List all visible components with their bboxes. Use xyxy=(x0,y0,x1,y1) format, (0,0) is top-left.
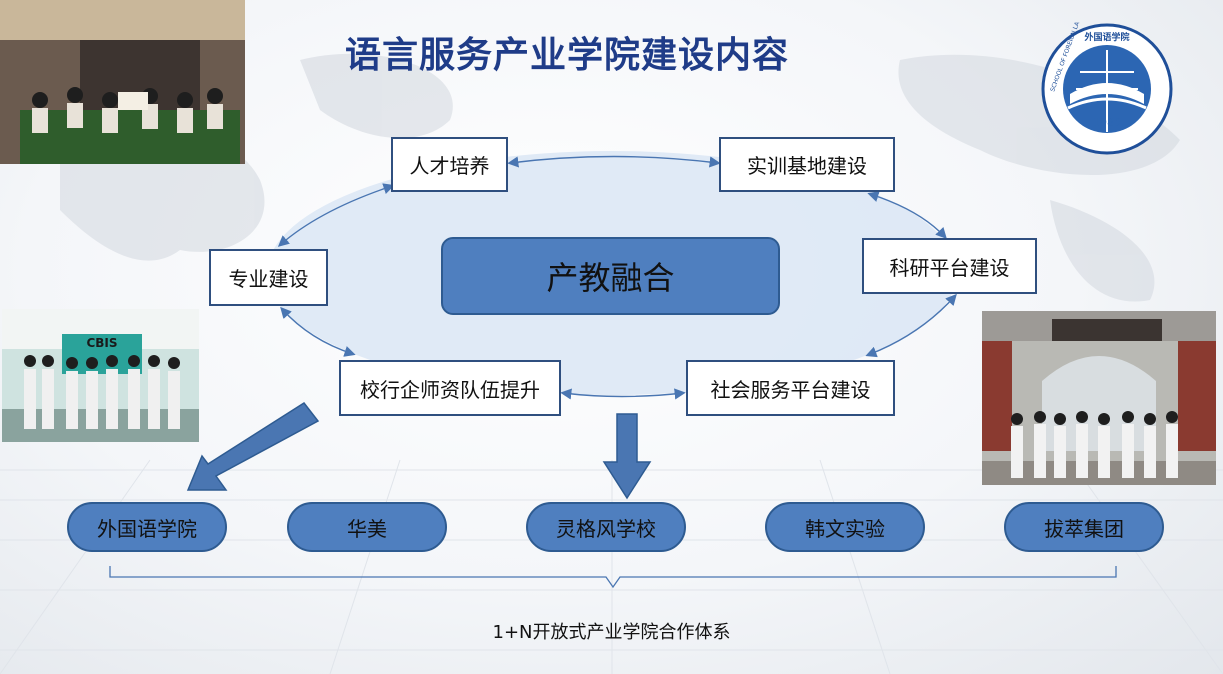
cycle-arrows xyxy=(277,155,957,400)
arrow-talent-training xyxy=(507,155,721,168)
arrow-down-center xyxy=(602,413,652,500)
partner-1: 华美 xyxy=(287,502,447,552)
photo-cbis-visit: CBIS xyxy=(2,309,199,442)
photo-school-gate xyxy=(982,311,1216,485)
node-major: 专业建设 xyxy=(209,249,328,306)
photo-signing-ceremony xyxy=(0,0,245,164)
partner-bracket xyxy=(109,566,1117,589)
partner-4: 拔萃集团 xyxy=(1004,502,1164,552)
arrow-down-left xyxy=(186,402,320,491)
partner-2: 灵格风学校 xyxy=(526,502,686,552)
arrow-social-faculty xyxy=(560,388,686,400)
big-arrows xyxy=(186,402,652,500)
logo-top-text: 外国语学院 xyxy=(1083,31,1129,43)
arrow-major-faculty xyxy=(280,306,356,357)
node-social-service: 社会服务平台建设 xyxy=(686,360,895,416)
partner-3: 韩文实验 xyxy=(765,502,925,552)
school-logo: 1986 外国语学院 SCHOOL OF FOREIGN LANGUAGES xyxy=(1041,22,1173,155)
page-title: 语言服务产业学院建设内容 xyxy=(345,35,790,76)
node-talent: 人才培养 xyxy=(391,137,508,192)
node-training-base: 实训基地建设 xyxy=(719,137,895,192)
node-research: 科研平台建设 xyxy=(862,238,1037,294)
logo-year: 1986 xyxy=(1093,116,1121,129)
arrow-talent-major xyxy=(277,183,395,247)
cbis-sign: CBIS xyxy=(86,336,117,350)
arrow-training-research xyxy=(867,191,947,240)
partner-caption: 1+N开放式产业学院合作体系 xyxy=(492,622,731,643)
arrow-research-social xyxy=(865,293,957,358)
center-node: 产教融合 xyxy=(441,237,780,315)
node-faculty: 校行企师资队伍提升 xyxy=(339,360,561,416)
partner-0: 外国语学院 xyxy=(67,502,227,552)
